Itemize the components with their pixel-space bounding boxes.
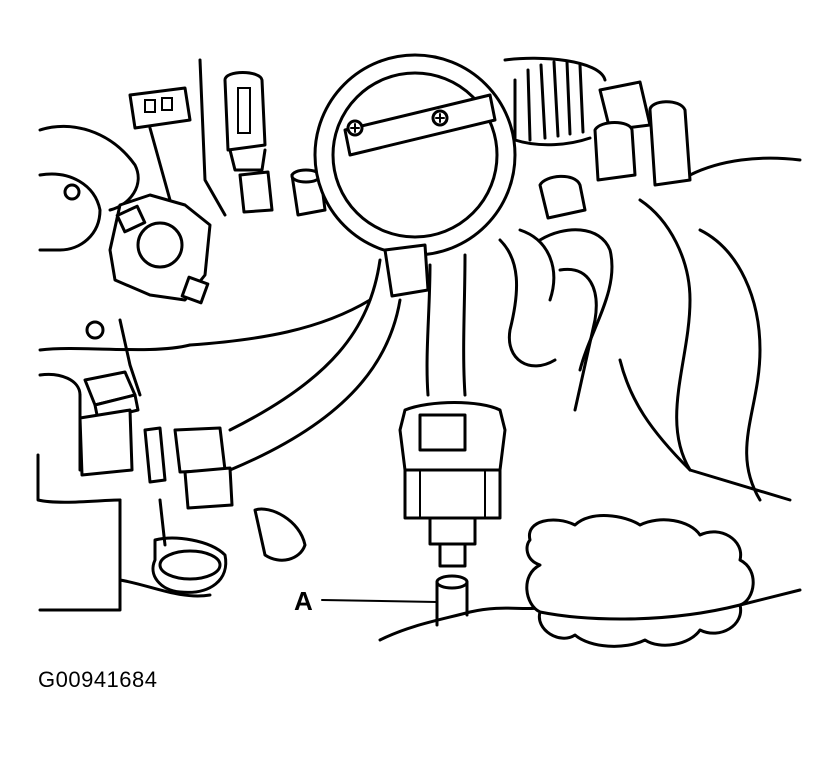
- intake-duct: [503, 56, 802, 220]
- engine-bay-line-drawing: [36, 53, 802, 648]
- callout-leader-line: [321, 599, 438, 603]
- vacuum-hose-to-valve: [383, 243, 467, 397]
- left-pipes: [188, 258, 402, 472]
- hose-nipple: [290, 168, 327, 217]
- port-a: [378, 574, 542, 642]
- top-left-connector: [128, 86, 192, 202]
- lower-left-fittings: [118, 426, 307, 598]
- throttle-body: [313, 53, 517, 257]
- right-hoses: [498, 198, 792, 502]
- left-bolt: [85, 320, 105, 340]
- mounting-hole: [63, 183, 81, 201]
- small-cap: [78, 370, 140, 477]
- egr-flange: [108, 193, 212, 305]
- top-center-connector: [198, 58, 274, 217]
- figure-id: G00941684: [38, 667, 158, 692]
- oil-filler-cap: [525, 514, 802, 648]
- purge-valve: [398, 401, 507, 568]
- callout-label-a: A: [294, 586, 313, 616]
